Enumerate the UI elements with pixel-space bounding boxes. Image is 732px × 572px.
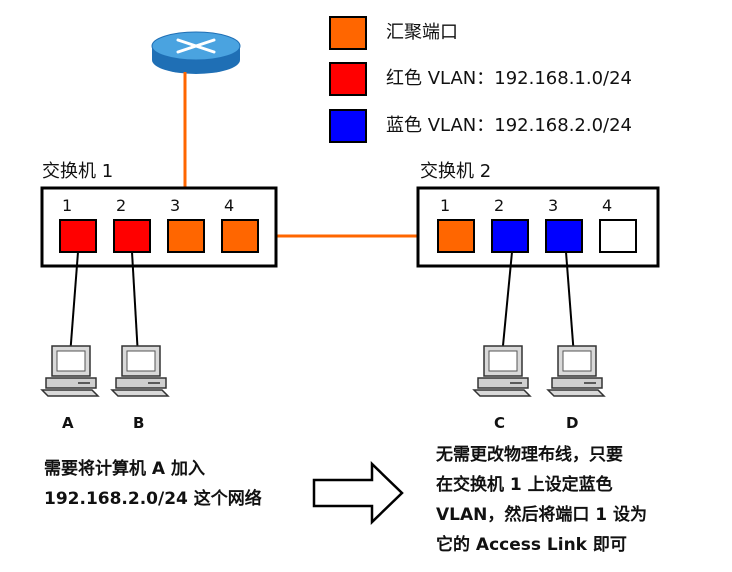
switch2-ports bbox=[437, 219, 637, 253]
computer-a-label: A bbox=[62, 414, 74, 432]
left-caption: 需要将计算机 A 加入 192.168.2.0/24 这个网络 bbox=[44, 454, 262, 514]
right-caption-line-4: 它的 Access Link 即可 bbox=[436, 535, 627, 555]
legend-label-aggregation: 汇聚端口 bbox=[386, 22, 458, 43]
sw1-port-2 bbox=[113, 219, 151, 253]
computer-c-label: C bbox=[494, 414, 506, 432]
left-caption-line-1: 需要将计算机 A 加入 bbox=[44, 459, 205, 479]
computer-b-label: B bbox=[133, 414, 145, 432]
sw2-port-4-number: 4 bbox=[602, 196, 613, 215]
sw2-port-1-number: 1 bbox=[440, 196, 451, 215]
right-caption-line-3: VLAN，然后将端口 1 设为 bbox=[436, 505, 648, 525]
sw1-port-4-number: 4 bbox=[224, 196, 235, 215]
legend-swatch-blue-vlan bbox=[329, 109, 367, 143]
left-caption-line-2: 192.168.2.0/24 这个网络 bbox=[44, 489, 262, 509]
sw2-port-2 bbox=[491, 219, 529, 253]
switch1-title: 交换机 1 bbox=[42, 161, 114, 182]
sw2-port-4 bbox=[599, 219, 637, 253]
sw2-port-3 bbox=[545, 219, 583, 253]
pc-cables bbox=[69, 251, 575, 357]
right-caption: 无需更改物理布线，只要 在交换机 1 上设定蓝色 VLAN，然后将端口 1 设为… bbox=[436, 440, 647, 560]
right-caption-line-1: 无需更改物理布线，只要 bbox=[436, 445, 623, 465]
computer-c-icon bbox=[473, 345, 531, 397]
sw1-port-2-number: 2 bbox=[116, 196, 127, 215]
sw1-port-4 bbox=[221, 219, 259, 253]
sw1-port-3-number: 3 bbox=[170, 196, 181, 215]
router-icon bbox=[151, 31, 241, 74]
sw1-port-1-number: 1 bbox=[62, 196, 73, 215]
sw1-port-3 bbox=[167, 219, 205, 253]
switch2-title: 交换机 2 bbox=[420, 161, 492, 182]
legend-label-red-vlan: 红色 VLAN：192.168.1.0/24 bbox=[386, 68, 633, 89]
sw2-port-2-number: 2 bbox=[494, 196, 505, 215]
arrow-icon bbox=[312, 461, 404, 525]
legend-label-blue-vlan: 蓝色 VLAN：192.168.2.0/24 bbox=[386, 115, 633, 136]
computer-d-icon bbox=[547, 345, 605, 397]
legend-swatch-aggregation bbox=[329, 16, 367, 50]
sw2-port-1 bbox=[437, 219, 475, 253]
switch1-ports bbox=[59, 219, 259, 253]
computer-d-label: D bbox=[566, 414, 579, 432]
computer-a-icon bbox=[41, 345, 99, 397]
legend-swatch-red-vlan bbox=[329, 62, 367, 96]
sw1-port-1 bbox=[59, 219, 97, 253]
computer-b-icon bbox=[111, 345, 169, 397]
right-caption-line-2: 在交换机 1 上设定蓝色 bbox=[436, 475, 613, 495]
sw2-port-3-number: 3 bbox=[548, 196, 559, 215]
